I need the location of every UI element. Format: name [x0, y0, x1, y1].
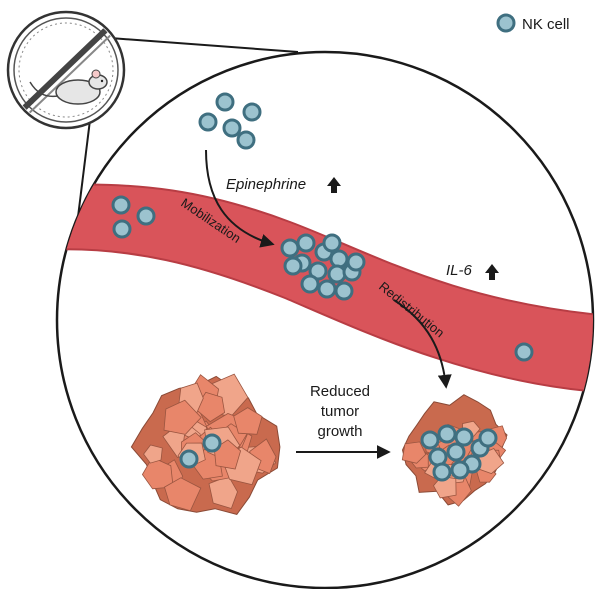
tumor-fragment: [143, 444, 163, 464]
epinephrine-label: Epinephrine: [226, 176, 306, 193]
nk-cell-icon: [496, 13, 516, 33]
nk-cell: [432, 462, 452, 482]
mouse-running-wheel-icon: [6, 10, 126, 130]
nk-cell: [300, 274, 320, 294]
reduced-tumor-growth-line: growth: [317, 423, 362, 440]
reduced-tumor-growth-line: tumor: [321, 403, 359, 420]
nk-cell: [222, 118, 242, 138]
nk-cell: [198, 112, 218, 132]
tumor-fragment: [433, 475, 457, 499]
nk-cell: [420, 430, 440, 450]
reduced-tumor-growth-line: Reduced: [310, 383, 370, 400]
nk-cell: [179, 449, 199, 469]
nk-cell: [215, 92, 235, 112]
tumor-fragment: [233, 407, 263, 435]
nk-cell: [322, 233, 342, 253]
nk-cell: [112, 219, 132, 239]
nk-cell: [236, 130, 256, 150]
nk-cell: [334, 281, 354, 301]
tumor-fragment: [163, 399, 202, 435]
nk-cell: [242, 102, 262, 122]
legend-label: NK cell: [522, 16, 570, 33]
nk-cell: [329, 249, 349, 269]
nk-cell: [327, 264, 347, 284]
nk-cell: [280, 238, 300, 258]
nk-cell: [437, 424, 457, 444]
nk-cell: [317, 279, 337, 299]
nk-cell: [428, 447, 448, 467]
legend: NK cell: [496, 13, 570, 33]
nk-cell: [346, 252, 366, 272]
nk-cell: [296, 233, 316, 253]
redistribution-arrow: [393, 299, 452, 389]
nk-cell: [283, 256, 303, 276]
nk-cells: [111, 92, 534, 482]
tumor-fragment: [164, 477, 202, 512]
reduced-tumor-growth-label: Reduced tumor growth: [310, 383, 370, 440]
up-arrow-icon: [485, 264, 499, 280]
nk-cell: [202, 433, 222, 453]
il6-label: IL-6: [446, 262, 473, 279]
epinephrine-label-group: Epinephrine: [226, 176, 341, 193]
mobilization-arrow: [205, 149, 275, 248]
il6-label-group: IL-6: [446, 262, 499, 280]
up-arrow-icon: [327, 177, 341, 193]
tumor-fragment: [401, 441, 427, 464]
tumor-fragment: [141, 456, 174, 490]
nk-cell: [446, 442, 466, 462]
nk-cell: [478, 428, 498, 448]
nk-cell: [454, 427, 474, 447]
nk-cell: [450, 460, 470, 480]
nk-cell: [111, 195, 131, 215]
nk-cell: [136, 206, 156, 226]
nk-cell: [514, 342, 534, 362]
